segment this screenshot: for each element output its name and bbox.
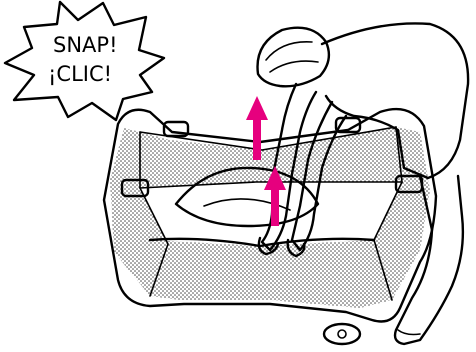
snap-speech-bubble: SNAP! ¡CLIC!	[5, 2, 164, 120]
callout-line-1: SNAP!	[53, 33, 118, 57]
person-hair-lines	[266, 42, 318, 72]
person-foot	[398, 330, 420, 335]
bubble-outline	[5, 2, 164, 120]
callout-line-2: ¡CLIC!	[48, 62, 112, 86]
caster-wheel	[324, 324, 360, 344]
